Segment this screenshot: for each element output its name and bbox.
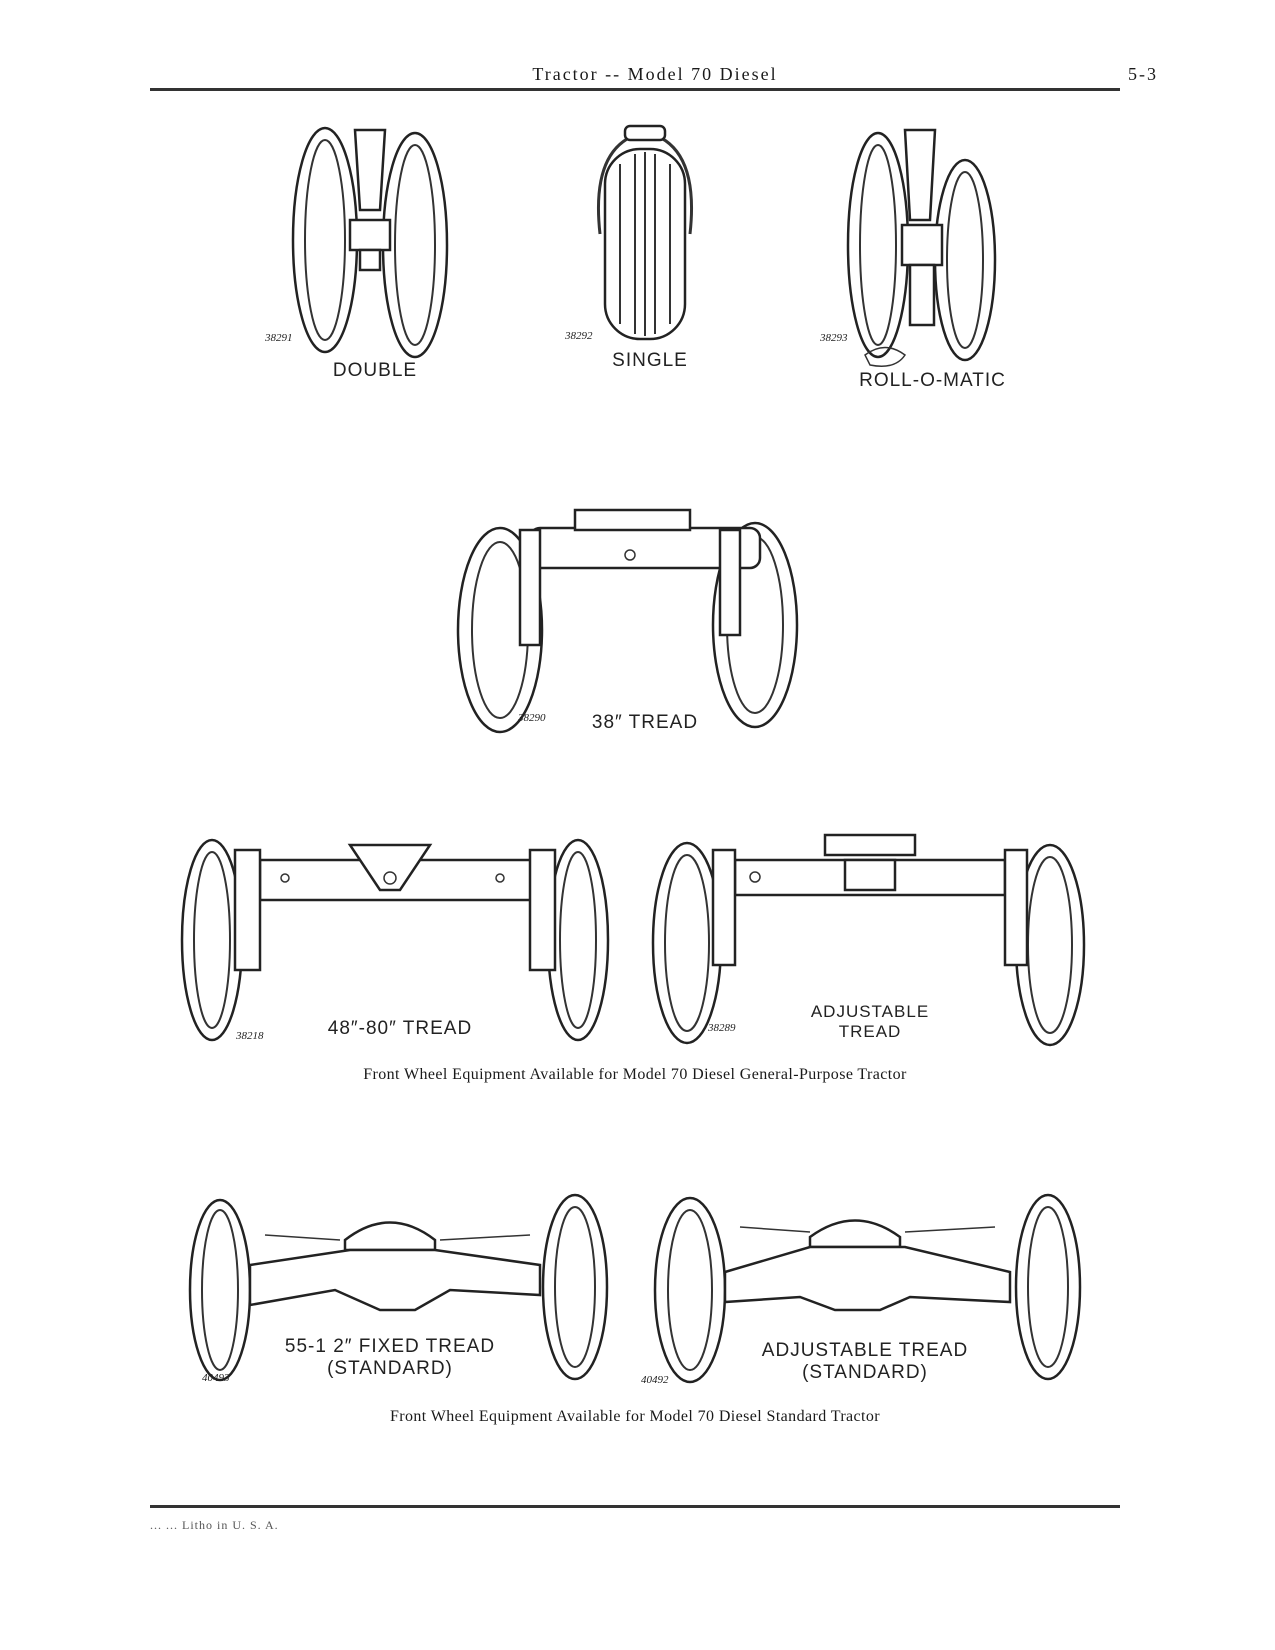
axle-adjustable-tread-illustration [651,833,1086,1047]
figure-number: 40492 [641,1374,669,1386]
wheel-type-label: ADJUSTABLE TREAD (STANDARD) [761,1340,969,1383]
gp-figure-caption: Front Wheel Equipment Available for Mode… [363,1066,907,1083]
figure-number: 38291 [265,332,293,344]
axle-38-tread-illustration [456,508,799,734]
footer-text: ... ... Litho in U. S. A. [150,1518,279,1532]
wheel-type-label: SINGLE [612,350,688,371]
figure-number: 38218 [236,1030,264,1042]
wheel-type-label: 55-1 2″ FIXED TREAD (STANDARD) [284,1336,496,1379]
header-rule [150,88,1120,91]
roll-o-matic-illustration [846,128,997,367]
wheel-type-label: ROLL-O-MATIC [859,370,1006,391]
wheel-type-label: ADJUSTABLE TREAD [810,1002,930,1041]
double-wheel-illustration [291,126,449,359]
page-number: 5-3 [1128,64,1158,84]
wheel-type-label: DOUBLE [332,360,418,381]
axle-fixed-tread-standard-illustration [188,1193,609,1382]
figure-number: 38293 [820,332,848,344]
axle-adjustable-tread-standard-illustration [653,1193,1082,1384]
page-header-title: Tractor -- Model 70 Diesel [532,64,778,84]
figure-number: 40493 [202,1372,230,1384]
figure-number: 38290 [518,712,546,724]
figure-number: 38292 [565,330,593,342]
footer-rule [150,1505,1120,1508]
wheel-type-label: 48″-80″ TREAD [327,1018,473,1039]
standard-figure-caption: Front Wheel Equipment Available for Mode… [389,1408,881,1425]
axle-48-80-tread-illustration [180,838,610,1042]
wheel-type-label: 38″ TREAD [591,712,699,733]
single-wheel-illustration [596,124,694,341]
figure-number: 38289 [708,1022,736,1034]
